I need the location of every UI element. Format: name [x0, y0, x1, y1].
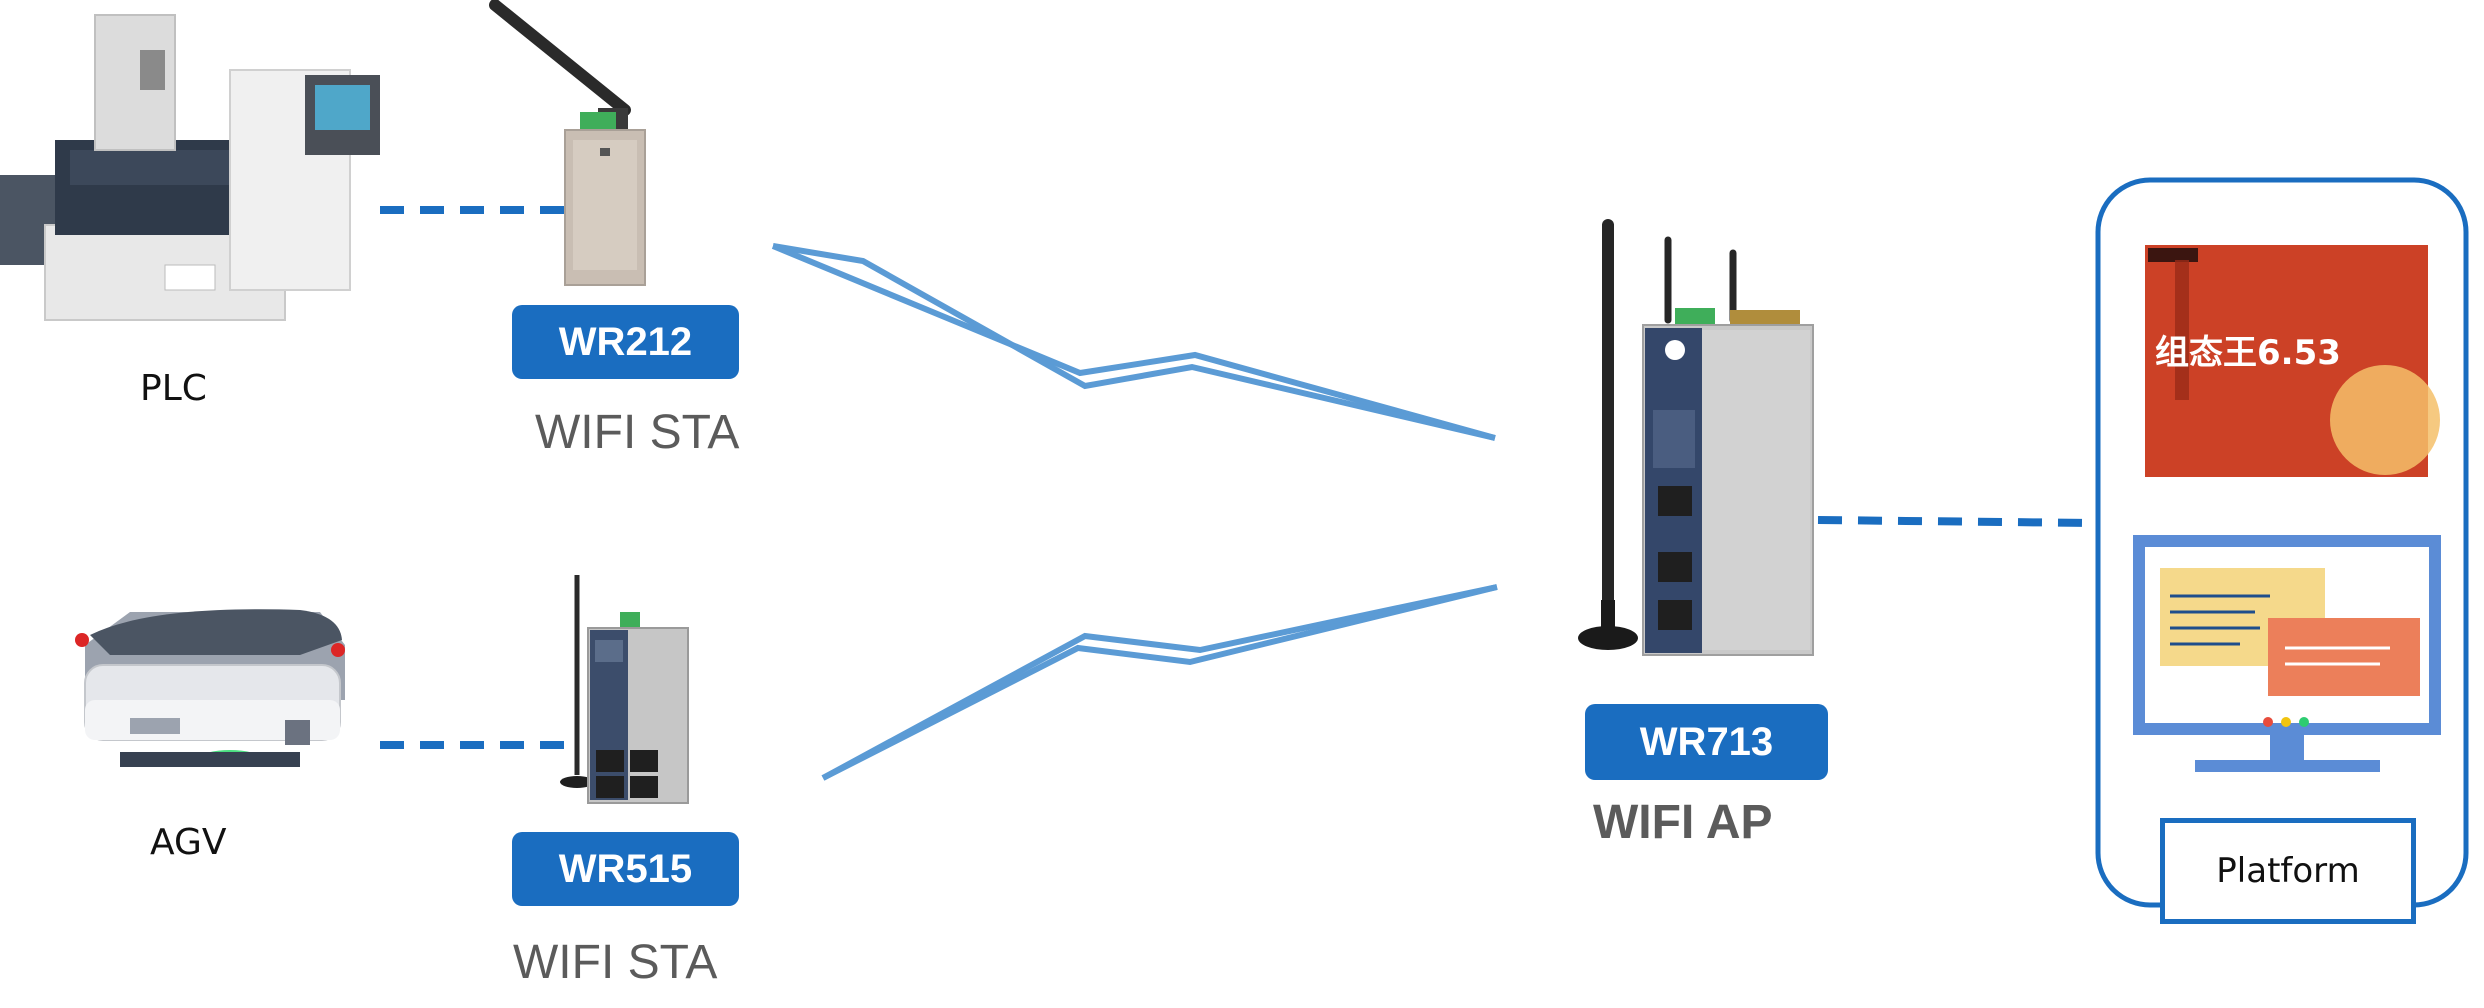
wireless-link-lower-b — [821, 584, 1498, 781]
wr515-role-label: WIFI STA — [513, 936, 718, 989]
plc-machine-image — [0, 14, 380, 321]
software-title: 组态王6.53 — [2155, 333, 2341, 373]
wr212-router-image — [489, 0, 646, 286]
platform-group — [2095, 177, 2469, 908]
wireless-link-upper-b — [772, 243, 1496, 441]
monitor-image — [2133, 535, 2441, 772]
wr515-router-image — [560, 575, 689, 804]
wr212-model-badge: WR212 — [512, 305, 739, 379]
platform-label-box: Platform — [2160, 818, 2416, 924]
wr713-router-image — [1578, 219, 1814, 656]
wireless-link-lower-a — [821, 584, 1498, 781]
agv-label: AGV — [150, 822, 227, 863]
software-cover-image — [2145, 245, 2440, 477]
wireless-link-upper-a — [771, 243, 1496, 441]
plc-label: PLC — [140, 368, 207, 409]
agv-image — [75, 609, 345, 767]
wr713-model-badge: WR713 — [1585, 704, 1828, 780]
wr713-platform-link — [1817, 516, 2096, 527]
wr713-role-label: WIFI AP — [1593, 796, 1773, 849]
platform-label: Platform — [2216, 851, 2360, 891]
wr212-role-label: WIFI STA — [535, 406, 740, 459]
wr515-model-badge: WR515 — [512, 832, 739, 906]
